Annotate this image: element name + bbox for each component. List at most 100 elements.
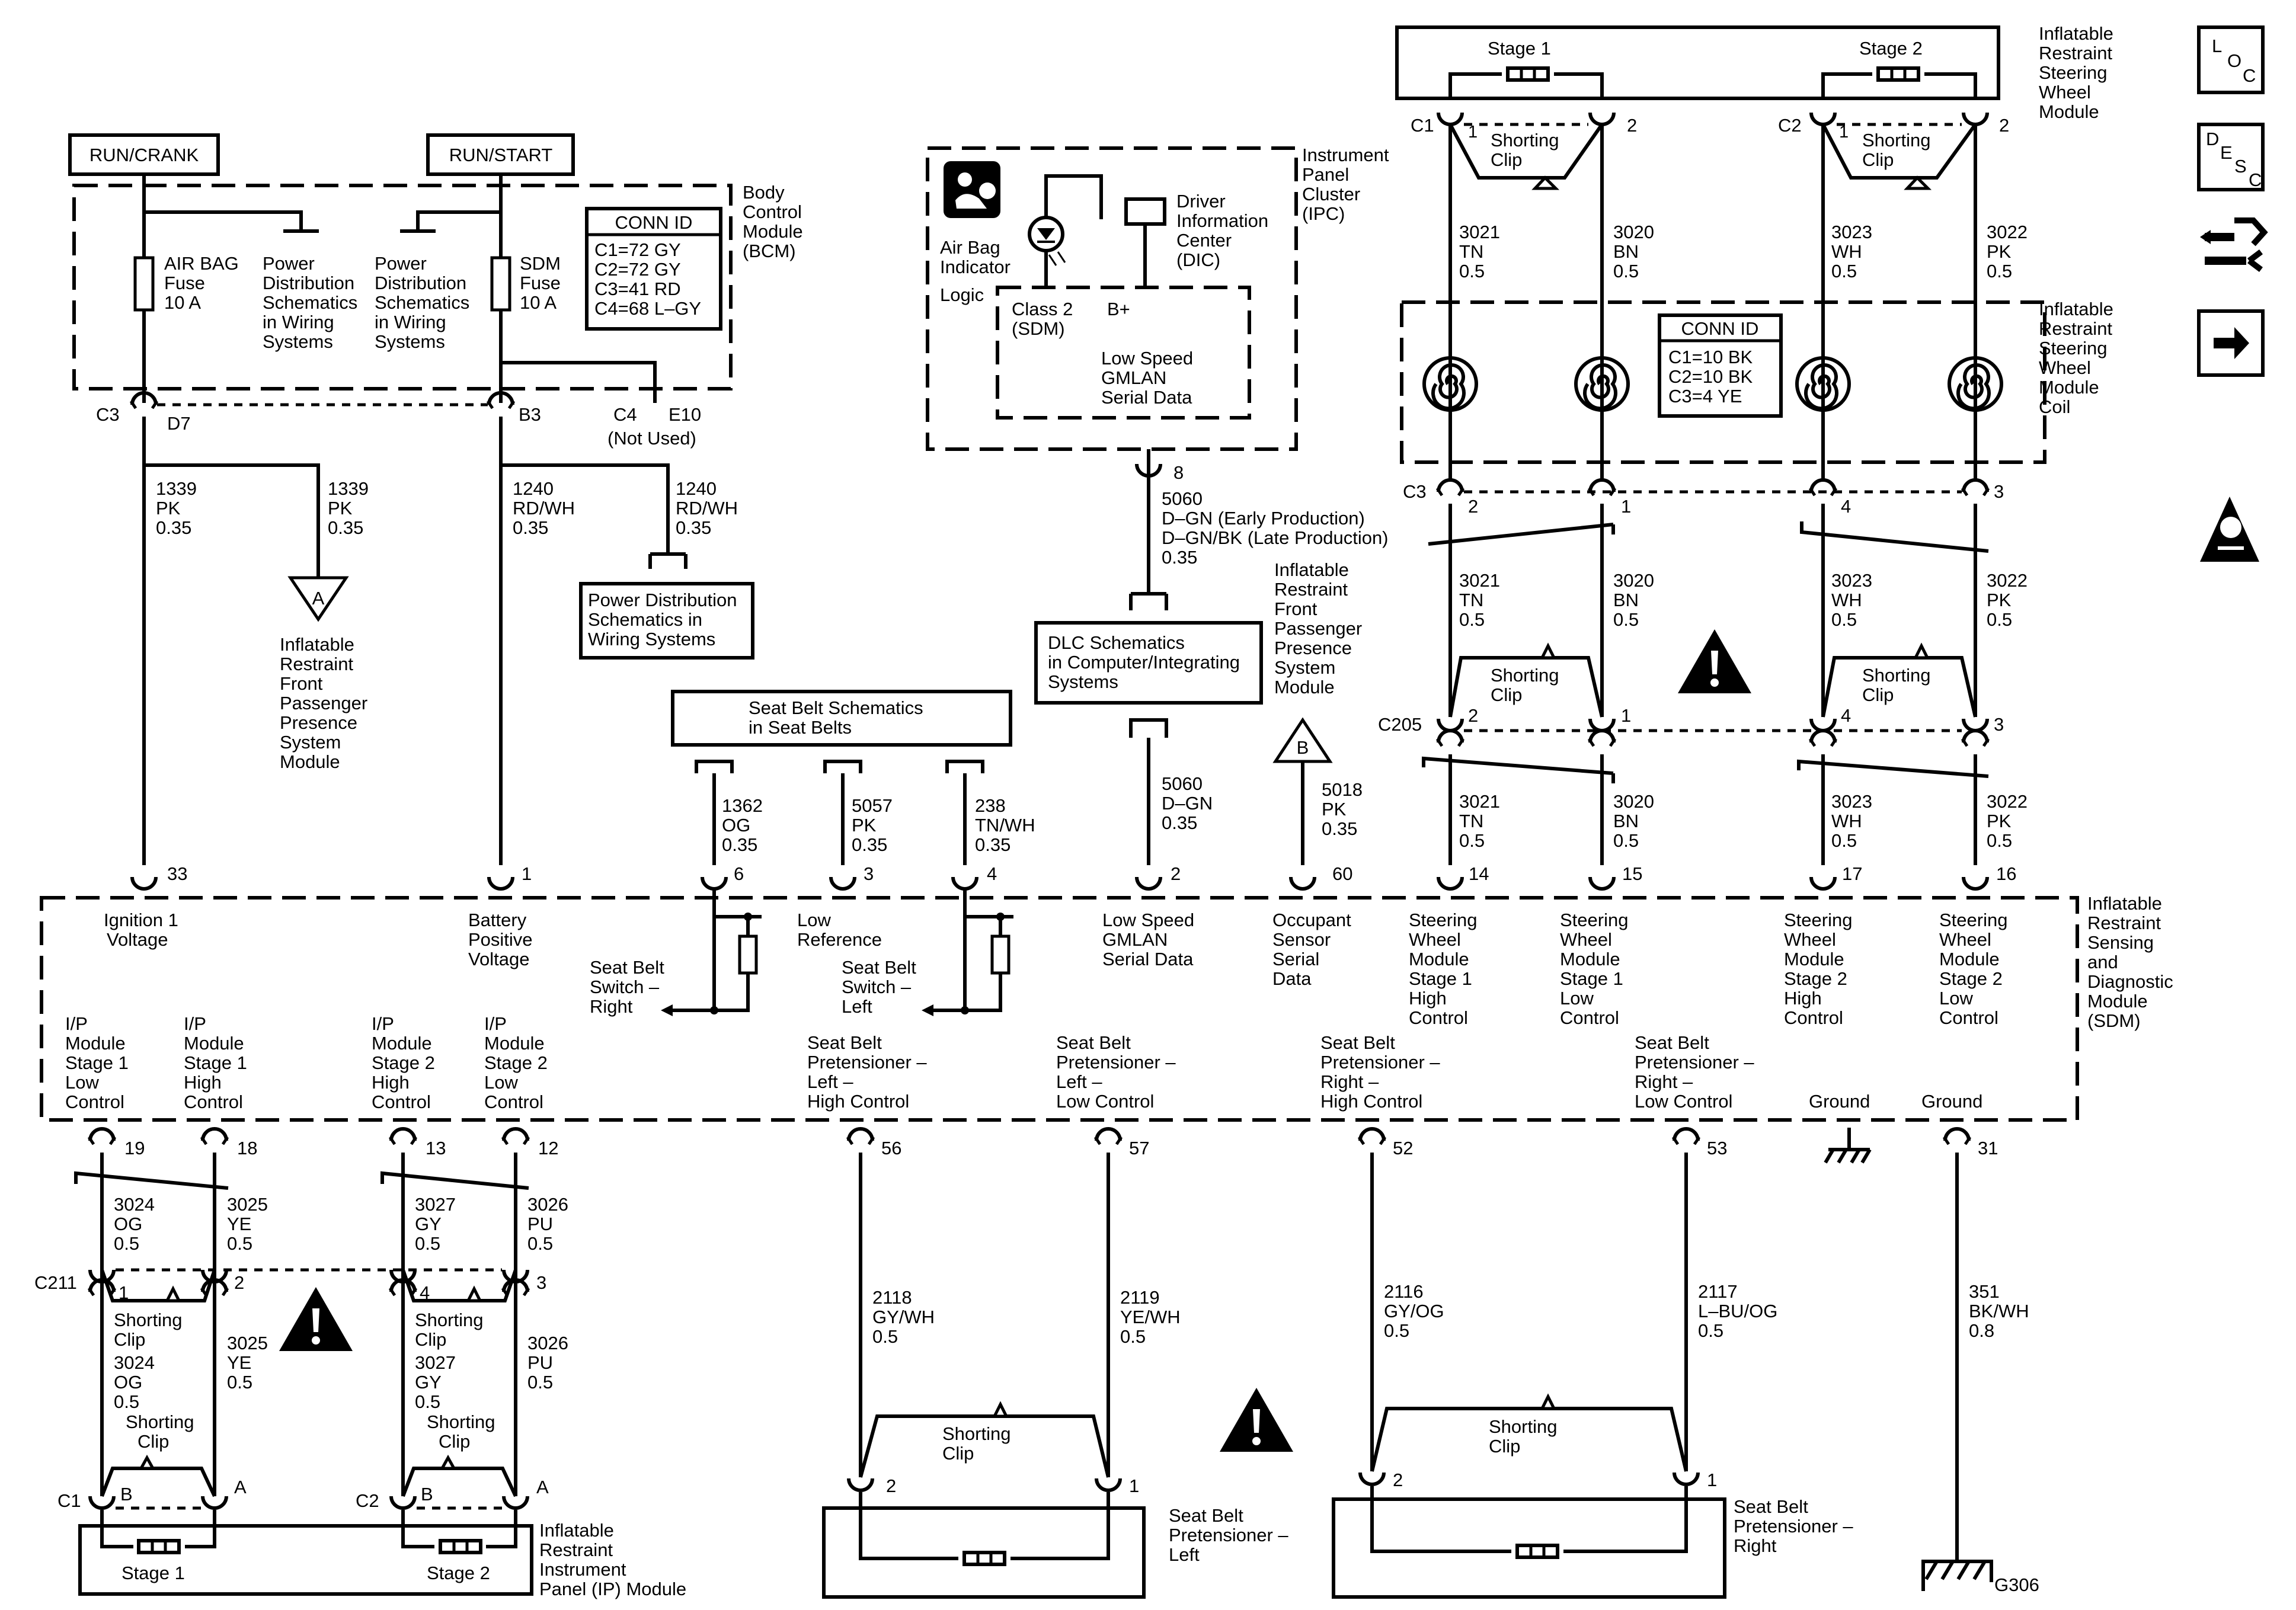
svg-text:AIR BAG: AIR BAG [164,253,239,274]
svg-text:GMLAN: GMLAN [1101,367,1166,388]
sdm-sw-s2-low-label: Steering Wheel Module Stage 2 Low Contro… [1939,910,2007,1028]
svg-text:0.5: 0.5 [114,1233,139,1254]
svg-text:A: A [312,588,325,609]
offpage-connector-a [287,576,349,622]
svg-text:1339: 1339 [328,478,369,499]
svg-text:Left –: Left – [1056,1071,1102,1092]
svg-text:RUN/CRANK: RUN/CRANK [89,145,199,165]
wire-5018-label: 5018 PK 0.35 [1322,779,1363,839]
not-used-label: (Not Used) [607,428,696,449]
svg-text:Diagnostic: Diagnostic [2087,971,2173,992]
svg-text:4: 4 [1841,496,1851,517]
description-icon[interactable]: D E S C [2197,123,2265,191]
svg-text:5057: 5057 [852,795,893,816]
svg-text:Seat Belt: Seat Belt [842,957,916,978]
dlc-box: DLC Schematics in Computer/Integrating S… [1034,621,1263,705]
svg-text:Left –: Left – [807,1071,853,1092]
svg-text:in Seat Belts: in Seat Belts [749,717,852,738]
svg-text:Wheel: Wheel [1409,929,1461,950]
c211-shorting-clip-1: Shorting Clip [100,1269,216,1350]
airbag-indicator-label: Air Bag Indicator Logic [940,237,1011,305]
c211-shorting-clip-2: Shorting Clip [401,1269,517,1350]
svg-text:0.8: 0.8 [1969,1320,1994,1341]
svg-text:Passenger: Passenger [1274,618,1362,639]
airbag-indicator-icon [944,161,1000,218]
svg-text:0.5: 0.5 [1459,261,1485,281]
ipc-inner-box [996,286,1251,420]
pret-right-label: Seat Belt Pretensioner – Right [1734,1496,1853,1556]
ipc-gmlan-label: Low Speed GMLAN Serial Data [1101,348,1193,408]
wire-5060-label: 5060 D–GN 0.35 [1162,773,1213,833]
svg-text:Pretensioner –: Pretensioner – [1635,1052,1754,1073]
svg-text:0.35: 0.35 [722,834,757,855]
diagnostic-tool-icon[interactable] [2200,217,2268,272]
svg-text:Schematics in: Schematics in [588,609,702,630]
svg-text:Control: Control [184,1092,243,1112]
svg-text:Seat Belt: Seat Belt [1320,1032,1395,1053]
sdm-top-pins: 33 1 6 3 4 2 60 14 15 17 16 [132,863,2016,889]
sdm-ignition-label: Ignition 1 Voltage [104,910,178,950]
svg-text:Serial: Serial [1272,949,1319,969]
svg-text:3023: 3023 [1831,791,1872,812]
location-icon[interactable]: L O C [2197,25,2265,94]
svg-text:PK: PK [1987,811,2012,831]
svg-text:Power: Power [375,253,427,274]
svg-text:2: 2 [1468,496,1478,517]
c205-label: C205 [1378,714,1422,735]
svg-text:2: 2 [1393,1470,1403,1490]
ip-module-label: Inflatable Restraint Instrument Panel (I… [539,1520,686,1599]
svg-text:Module: Module [2039,377,2099,398]
sw-shorting-clip-2: Shorting Clip [1821,123,1977,190]
svg-text:RD/WH: RD/WH [513,498,575,518]
svg-text:Clip: Clip [1489,1436,1520,1457]
svg-text:TN/WH: TN/WH [975,815,1035,836]
svg-text:Stage 1: Stage 1 [65,1052,129,1073]
svg-text:Presence: Presence [1274,638,1352,658]
svg-text:Logic: Logic [940,284,984,305]
svg-text:Module: Module [65,1033,126,1054]
g306-label: G306 [1994,1574,2039,1595]
wire-1240-left-label: 1240 RD/WH 0.35 [513,478,575,538]
wire-5060-top-label: 5060 D–GN (Early Production) D–GN/BK (La… [1162,488,1389,568]
svg-text:D–GN (Early Production): D–GN (Early Production) [1162,508,1365,529]
svg-text:Inflatable: Inflatable [2039,23,2113,44]
svg-text:3: 3 [536,1272,546,1293]
dic-box: Driver Information Center (DIC) [1124,191,1268,287]
svg-text:Clip: Clip [137,1431,169,1452]
wire-3020-top-label: 3020 BN 0.5 [1613,222,1654,281]
next-arrow-icon[interactable] [2197,309,2265,377]
sdm-ground-symbol [1824,1128,1872,1164]
svg-text:(BCM): (BCM) [743,241,796,261]
svg-text:1339: 1339 [156,478,197,499]
svg-text:Low Speed: Low Speed [1101,348,1193,369]
wire-238-label: 238 TN/WH 0.35 [975,795,1035,855]
svg-text:Control: Control [743,201,802,222]
svg-text:2: 2 [234,1272,244,1293]
svg-text:4: 4 [1841,705,1851,726]
sdm-label: Inflatable Restraint Sensing and Diagnos… [2087,893,2173,1031]
svg-text:Systems: Systems [375,331,445,352]
svg-text:Shorting: Shorting [942,1423,1011,1444]
svg-text:I/P: I/P [372,1013,394,1034]
svg-text:15: 15 [1622,863,1642,884]
svg-text:Positive: Positive [468,929,533,950]
svg-text:0.35: 0.35 [1162,547,1197,568]
wire-3024-label-2: 3024 OG 0.5 [114,1352,155,1412]
sdm-bottom-pins: 19 18 13 12 56 57 52 53 31 [89,1129,1998,1158]
steering-wheel-module-label: Inflatable Restraint Steering Wheel Modu… [2039,23,2113,122]
svg-text:Presence: Presence [280,712,357,733]
bcm-power-dist-left: Power Distribution Schematics in Wiring … [263,253,357,352]
svg-text:Clip: Clip [415,1329,446,1350]
d7-label: D7 [167,413,191,434]
svg-text:Steering: Steering [1784,910,1852,930]
svg-text:3021: 3021 [1459,791,1500,812]
bcm-label: Body Control Module (BCM) [743,182,803,261]
svg-text:3026: 3026 [527,1194,568,1215]
svg-text:2: 2 [1627,115,1637,136]
svg-text:3024: 3024 [114,1194,155,1215]
sdm-pret-l-low-label: Seat Belt Pretensioner – Left – Low Cont… [1056,1032,1176,1112]
svg-text:0.5: 0.5 [1120,1326,1146,1347]
svg-text:Clip: Clip [439,1431,470,1452]
wire-3020-mid-label: 3020 BN 0.5 [1613,570,1654,630]
wire-3022-top-label: 3022 PK 0.5 [1987,222,2028,281]
